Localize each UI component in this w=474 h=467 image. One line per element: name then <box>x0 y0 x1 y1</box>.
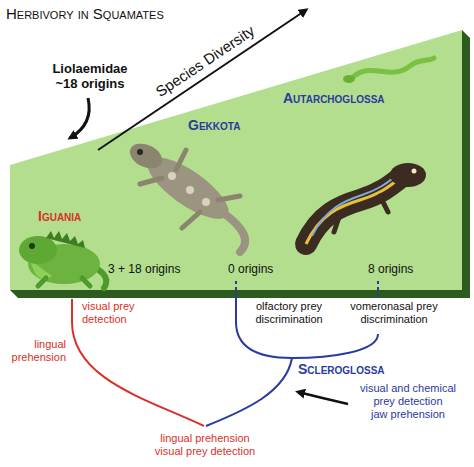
callout-arrow <box>298 392 348 404</box>
trait-label: visual and chemical prey detection <box>352 382 464 407</box>
trait-label: visual prey detection <box>140 445 270 458</box>
tree-branch <box>72 299 204 426</box>
clade-name: Autarchoglossa <box>283 90 385 106</box>
tree-branch <box>292 334 378 358</box>
clade-name: Scleroglossa <box>298 361 385 377</box>
trait-label: vomeronasal prey discrimination <box>340 300 448 325</box>
dashed-branch <box>235 281 237 297</box>
iguana-figure <box>19 231 106 288</box>
skink-figure <box>306 163 426 244</box>
axis-label: Species Diversity <box>152 22 257 101</box>
origin-count: 0 origins <box>228 263 273 277</box>
trait-label: jaw prehension <box>352 408 464 421</box>
trait-label: lingual prehension <box>6 338 66 363</box>
clade-name: Iguania <box>38 208 81 224</box>
gecko-figure <box>126 139 245 252</box>
callout-arrow <box>70 98 89 138</box>
trait-label: olfactory prey discrimination <box>244 300 334 325</box>
trait-label: lingual prehension <box>140 432 270 445</box>
callout-note: Liolaemidae ~18 origins <box>40 62 140 92</box>
diversity-arrow <box>98 10 306 150</box>
clade-name: Gekkota <box>188 117 240 133</box>
dashed-branch <box>377 281 379 297</box>
origin-count: 3 + 18 origins <box>108 263 180 277</box>
tree-branch <box>236 297 292 358</box>
trait-label: visual prey detection <box>82 300 148 325</box>
tree-branch <box>206 358 292 426</box>
origin-count: 8 origins <box>368 263 413 277</box>
snake-figure <box>343 58 434 83</box>
diagram-title: Herbivory in Squamates <box>6 5 164 22</box>
